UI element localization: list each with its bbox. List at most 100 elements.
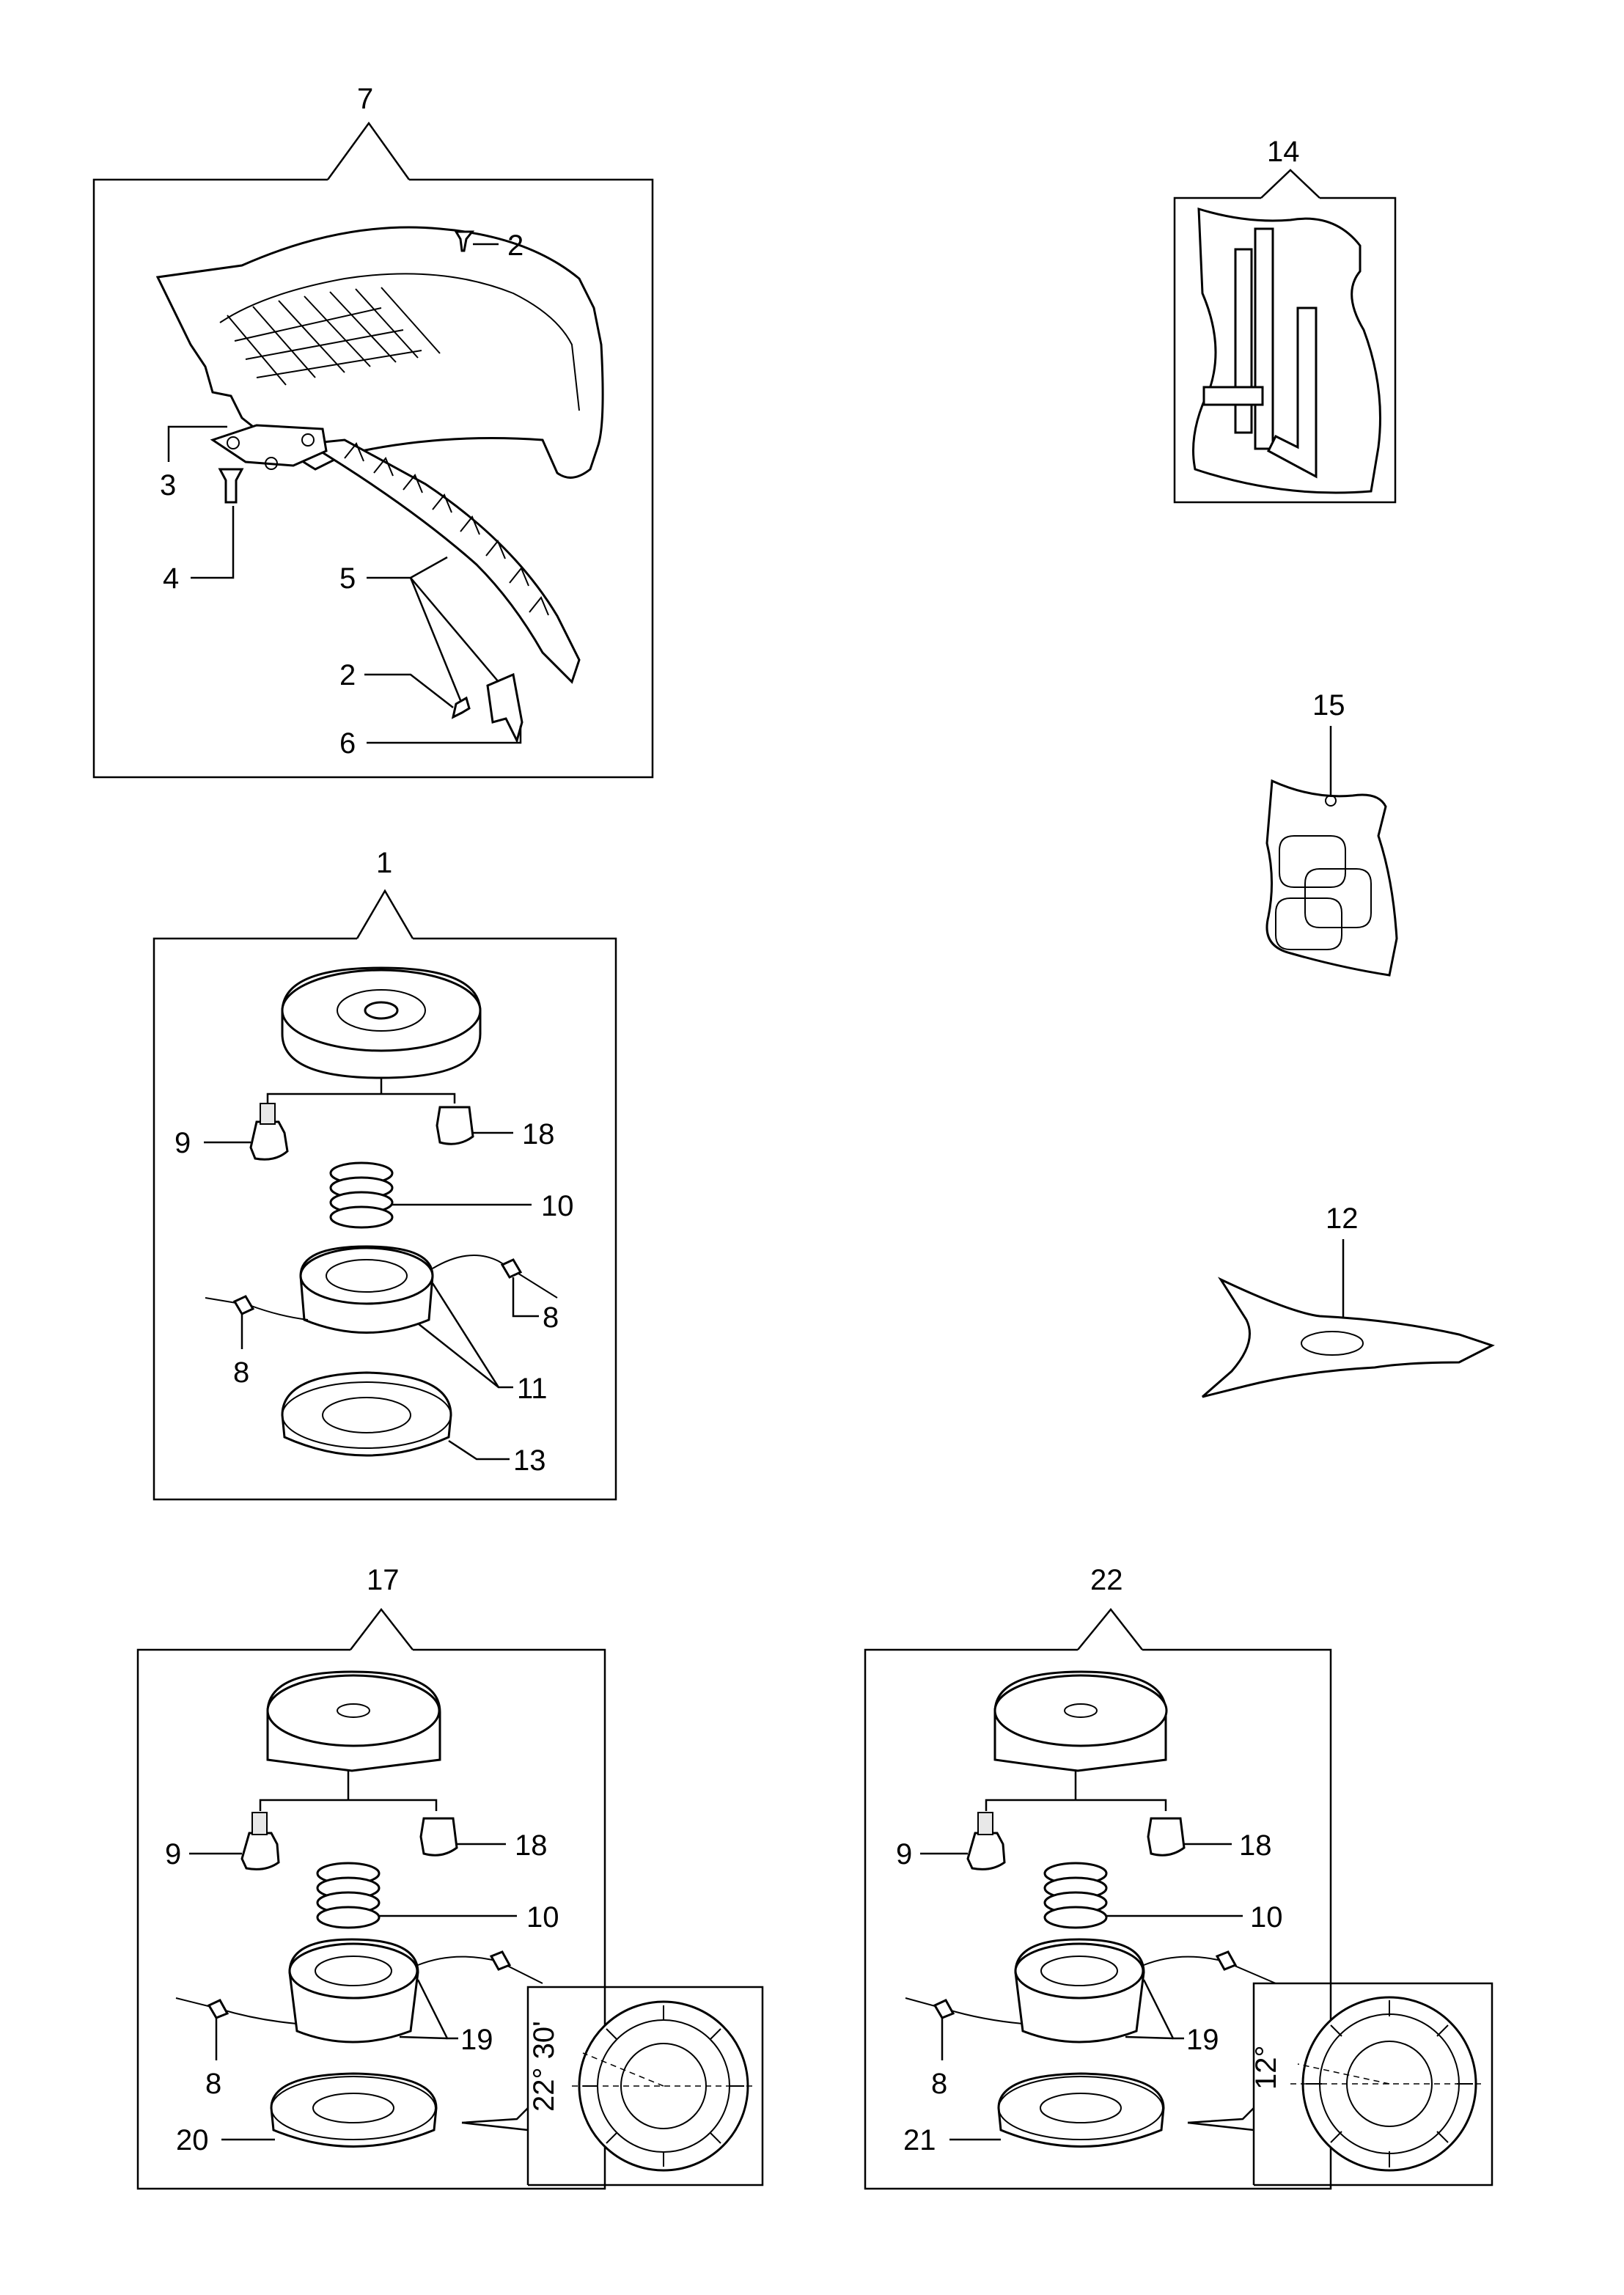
callout-22-10: 10 <box>1250 1901 1283 1934</box>
blister-card-15 <box>1265 779 1398 977</box>
cover-17-hub <box>337 1703 370 1718</box>
leader-7-5 <box>367 556 448 579</box>
group-1-trimmer-head: 1 9 18 10 8 8 <box>153 847 617 1501</box>
base-13-rim <box>282 1381 452 1449</box>
callout-7-bracket <box>326 121 411 180</box>
screw-2-top <box>454 230 475 252</box>
callout-22: 22 <box>1090 1564 1123 1596</box>
spool-22-top <box>1014 1942 1144 2000</box>
eyelet-8-left <box>232 1295 255 1315</box>
callout-7-6: 6 <box>339 727 356 760</box>
spool-22-line-left <box>905 1997 1024 2024</box>
callout-7-4: 4 <box>163 562 179 595</box>
nut-22-18 <box>1147 1817 1186 1857</box>
callout-12: 12 <box>1326 1202 1359 1235</box>
fork-22 <box>985 1799 1167 1811</box>
callout-17-10: 10 <box>526 1901 559 1934</box>
cover-22-top <box>993 1674 1168 1747</box>
leader-1-13 <box>448 1439 510 1461</box>
nut-17-18 <box>419 1817 458 1857</box>
spring-17-10 <box>316 1862 381 1929</box>
plate-hole-c <box>265 457 278 470</box>
spool-11-line-left <box>205 1297 309 1321</box>
callout-17-bracket <box>350 1607 414 1650</box>
cover-17-top <box>266 1674 441 1747</box>
detail-22-pointer <box>1187 2107 1254 2124</box>
group-17-trimmer-head: 17 9 18 10 8 19 <box>136 1564 764 2190</box>
blade-clip-6 <box>486 672 523 744</box>
spool-22-line-right <box>1143 1956 1276 1984</box>
spool-11-inner <box>326 1259 408 1293</box>
nut-17-9-thread <box>251 1812 268 1835</box>
hex-key-l <box>1267 306 1318 479</box>
angle-label-17: 22° 30' <box>528 2021 560 2112</box>
leader-17-19 <box>416 1979 458 2040</box>
blister-contents <box>1275 835 1372 950</box>
callout-17-8: 8 <box>205 2068 221 2100</box>
nut-18 <box>436 1106 474 1145</box>
screw-2-bottom <box>451 696 471 719</box>
spool-17-top <box>288 1942 419 2000</box>
spool-11-top <box>299 1246 434 1305</box>
mounting-plate <box>210 424 328 467</box>
leader-1-11b <box>417 1323 499 1388</box>
screw-4 <box>218 468 244 504</box>
nut-9 <box>249 1120 289 1161</box>
callout-1-18: 18 <box>522 1118 555 1150</box>
leader-22-19b <box>1125 2035 1174 2040</box>
leader-7-5c <box>410 577 499 683</box>
eyelet-22-right <box>1215 1950 1238 1971</box>
group-14-frame <box>1173 197 1397 504</box>
callout-17-20: 20 <box>176 2124 209 2156</box>
spool-17-line-right <box>417 1956 543 1984</box>
detail-17-pointer <box>461 2107 529 2124</box>
base-17-hole <box>312 2093 394 2123</box>
detail-17-frame <box>526 1986 764 2186</box>
callout-22-9: 9 <box>896 1838 912 1870</box>
callout-1-10: 10 <box>541 1190 574 1222</box>
hex-key-long <box>1254 227 1274 450</box>
callout-14: 14 <box>1267 136 1300 168</box>
leader-1-8-right <box>512 1277 539 1318</box>
spool-11-line-right <box>432 1255 558 1299</box>
group-14-hex-keys: 14 <box>1173 136 1397 504</box>
callout-1-8a: 8 <box>233 1356 249 1389</box>
base-22-rim <box>998 2076 1164 2140</box>
base-13-hole <box>322 1397 411 1433</box>
base-22-21 <box>997 2072 1165 2148</box>
eyelet-17-left <box>207 1999 229 2019</box>
callout-22-bracket <box>1077 1607 1143 1650</box>
callout-1-bracket <box>356 889 414 939</box>
group-12-blade: 12 <box>1202 1202 1495 1398</box>
guard-inner-edge <box>219 273 580 411</box>
leader-1-11 <box>431 1282 513 1389</box>
nut-22-9-thread <box>977 1812 993 1835</box>
leader-7-5b <box>409 577 462 701</box>
spring-10 <box>329 1161 394 1229</box>
eyelet-8-right <box>500 1258 523 1279</box>
detail-22-pointer-b <box>1187 2121 1254 2131</box>
hex-key-bar <box>1202 386 1264 406</box>
eyelet-22-left <box>933 1999 955 2019</box>
angle-label-22: 12° <box>1250 2046 1282 2090</box>
nut-9-thread <box>260 1103 276 1125</box>
guard-grille <box>227 287 441 386</box>
group-15-blister: 15 <box>1265 689 1398 977</box>
callout-7: 7 <box>357 83 373 115</box>
base-17-20 <box>270 2072 438 2148</box>
callout-17-9: 9 <box>165 1838 181 1870</box>
blade-center-hole <box>1301 1331 1364 1356</box>
leader-17-19b <box>399 2035 448 2040</box>
leader-7-6 <box>367 726 522 744</box>
spool-17-line-left <box>175 1997 298 2024</box>
nut-22-9 <box>966 1832 1006 1870</box>
leader-7-3 <box>167 425 227 462</box>
callout-1: 1 <box>376 847 392 879</box>
base-13 <box>281 1371 452 1457</box>
cover-22-hub <box>1064 1703 1098 1718</box>
callout-15: 15 <box>1312 689 1345 721</box>
blister-hole <box>1325 795 1337 807</box>
guard-blade-strip <box>304 438 581 684</box>
callout-22-21: 21 <box>903 2124 936 2156</box>
